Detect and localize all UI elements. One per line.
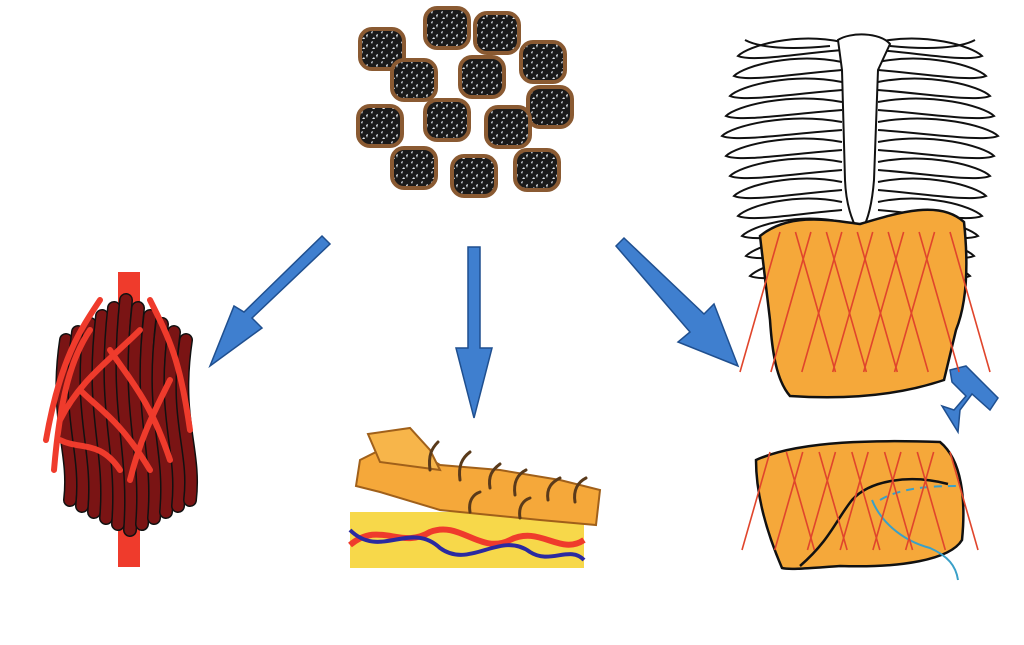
rib-left: [732, 177, 843, 200]
rib-right: [877, 37, 984, 60]
cell: [526, 85, 574, 129]
rib-left: [728, 157, 843, 180]
blood-vessel: [770, 231, 812, 373]
cell: [423, 6, 471, 50]
blood-vessel: [887, 231, 929, 373]
rib-right: [877, 137, 996, 160]
blood-vessel: [862, 231, 905, 373]
cell: [450, 154, 498, 198]
cell: [458, 55, 506, 99]
blood-vessel: [916, 451, 947, 551]
muscle-fiber: [128, 302, 149, 530]
rib-right: [877, 157, 992, 180]
blood-vessel: [856, 231, 899, 373]
blood-vessel: [839, 451, 869, 551]
arrow-to-rib-cage-organ: [614, 236, 740, 368]
organ-patch-icon: [741, 439, 979, 581]
rib-left: [736, 37, 843, 60]
arrow-to-muscle: [208, 234, 332, 369]
blood-vessel: [825, 231, 868, 373]
blood-vessel: [851, 451, 881, 551]
cell: [390, 146, 438, 190]
cell: [484, 105, 532, 149]
blood-vessel: [893, 231, 936, 373]
cell: [473, 11, 521, 55]
rib-right: [877, 177, 988, 200]
blood-vessel: [949, 231, 991, 373]
rib-right: [877, 117, 1000, 140]
rib-left: [736, 197, 843, 220]
blood-vessel: [785, 451, 816, 551]
rib-left: [732, 57, 843, 80]
muscle-fiber: [104, 302, 125, 530]
cell: [390, 58, 438, 102]
blood-vessel: [818, 451, 848, 551]
cell: [356, 104, 404, 148]
cell: [519, 40, 567, 84]
muscle-fiber: [152, 318, 173, 518]
muscle-fiber: [92, 310, 113, 524]
skin-tissue-icon: [348, 426, 602, 568]
rib-left: [720, 117, 843, 140]
rib-right: [877, 97, 996, 120]
rib-left: [724, 97, 843, 120]
blood-vessel: [918, 231, 960, 373]
blood-vessel: [794, 231, 837, 373]
clavicle-right: [889, 39, 976, 49]
blood-vessel: [872, 451, 902, 551]
curved-arrow-to-organ-patch: [940, 365, 999, 435]
blood-vessel: [801, 231, 843, 373]
blood-vessel: [831, 231, 874, 373]
cell: [513, 148, 561, 192]
cell: [358, 27, 406, 71]
rib-cage-with-organ-icon: [720, 33, 1000, 399]
arrow-to-skin: [455, 246, 493, 419]
cell: [423, 98, 471, 142]
blood-vessel: [806, 451, 837, 551]
rib-right: [877, 57, 988, 80]
blood-vessel: [904, 451, 935, 551]
cell-cluster-icon: [356, 6, 574, 198]
muscle-fiber: [176, 334, 197, 506]
blood-vessel: [949, 451, 979, 551]
muscle-fiber: [116, 294, 137, 536]
blood-vessel: [739, 231, 781, 373]
muscle-fiber: [80, 318, 101, 518]
muscle-fiber: [164, 326, 185, 512]
rib-left: [724, 137, 843, 160]
blood-vessel: [741, 451, 771, 551]
blood-vessel: [883, 451, 914, 551]
rib-left: [728, 77, 843, 100]
muscle-fiber-bundle-icon: [43, 272, 199, 567]
blood-vessel: [773, 451, 804, 551]
rib-right: [877, 77, 992, 100]
clavicle-left: [744, 39, 831, 49]
